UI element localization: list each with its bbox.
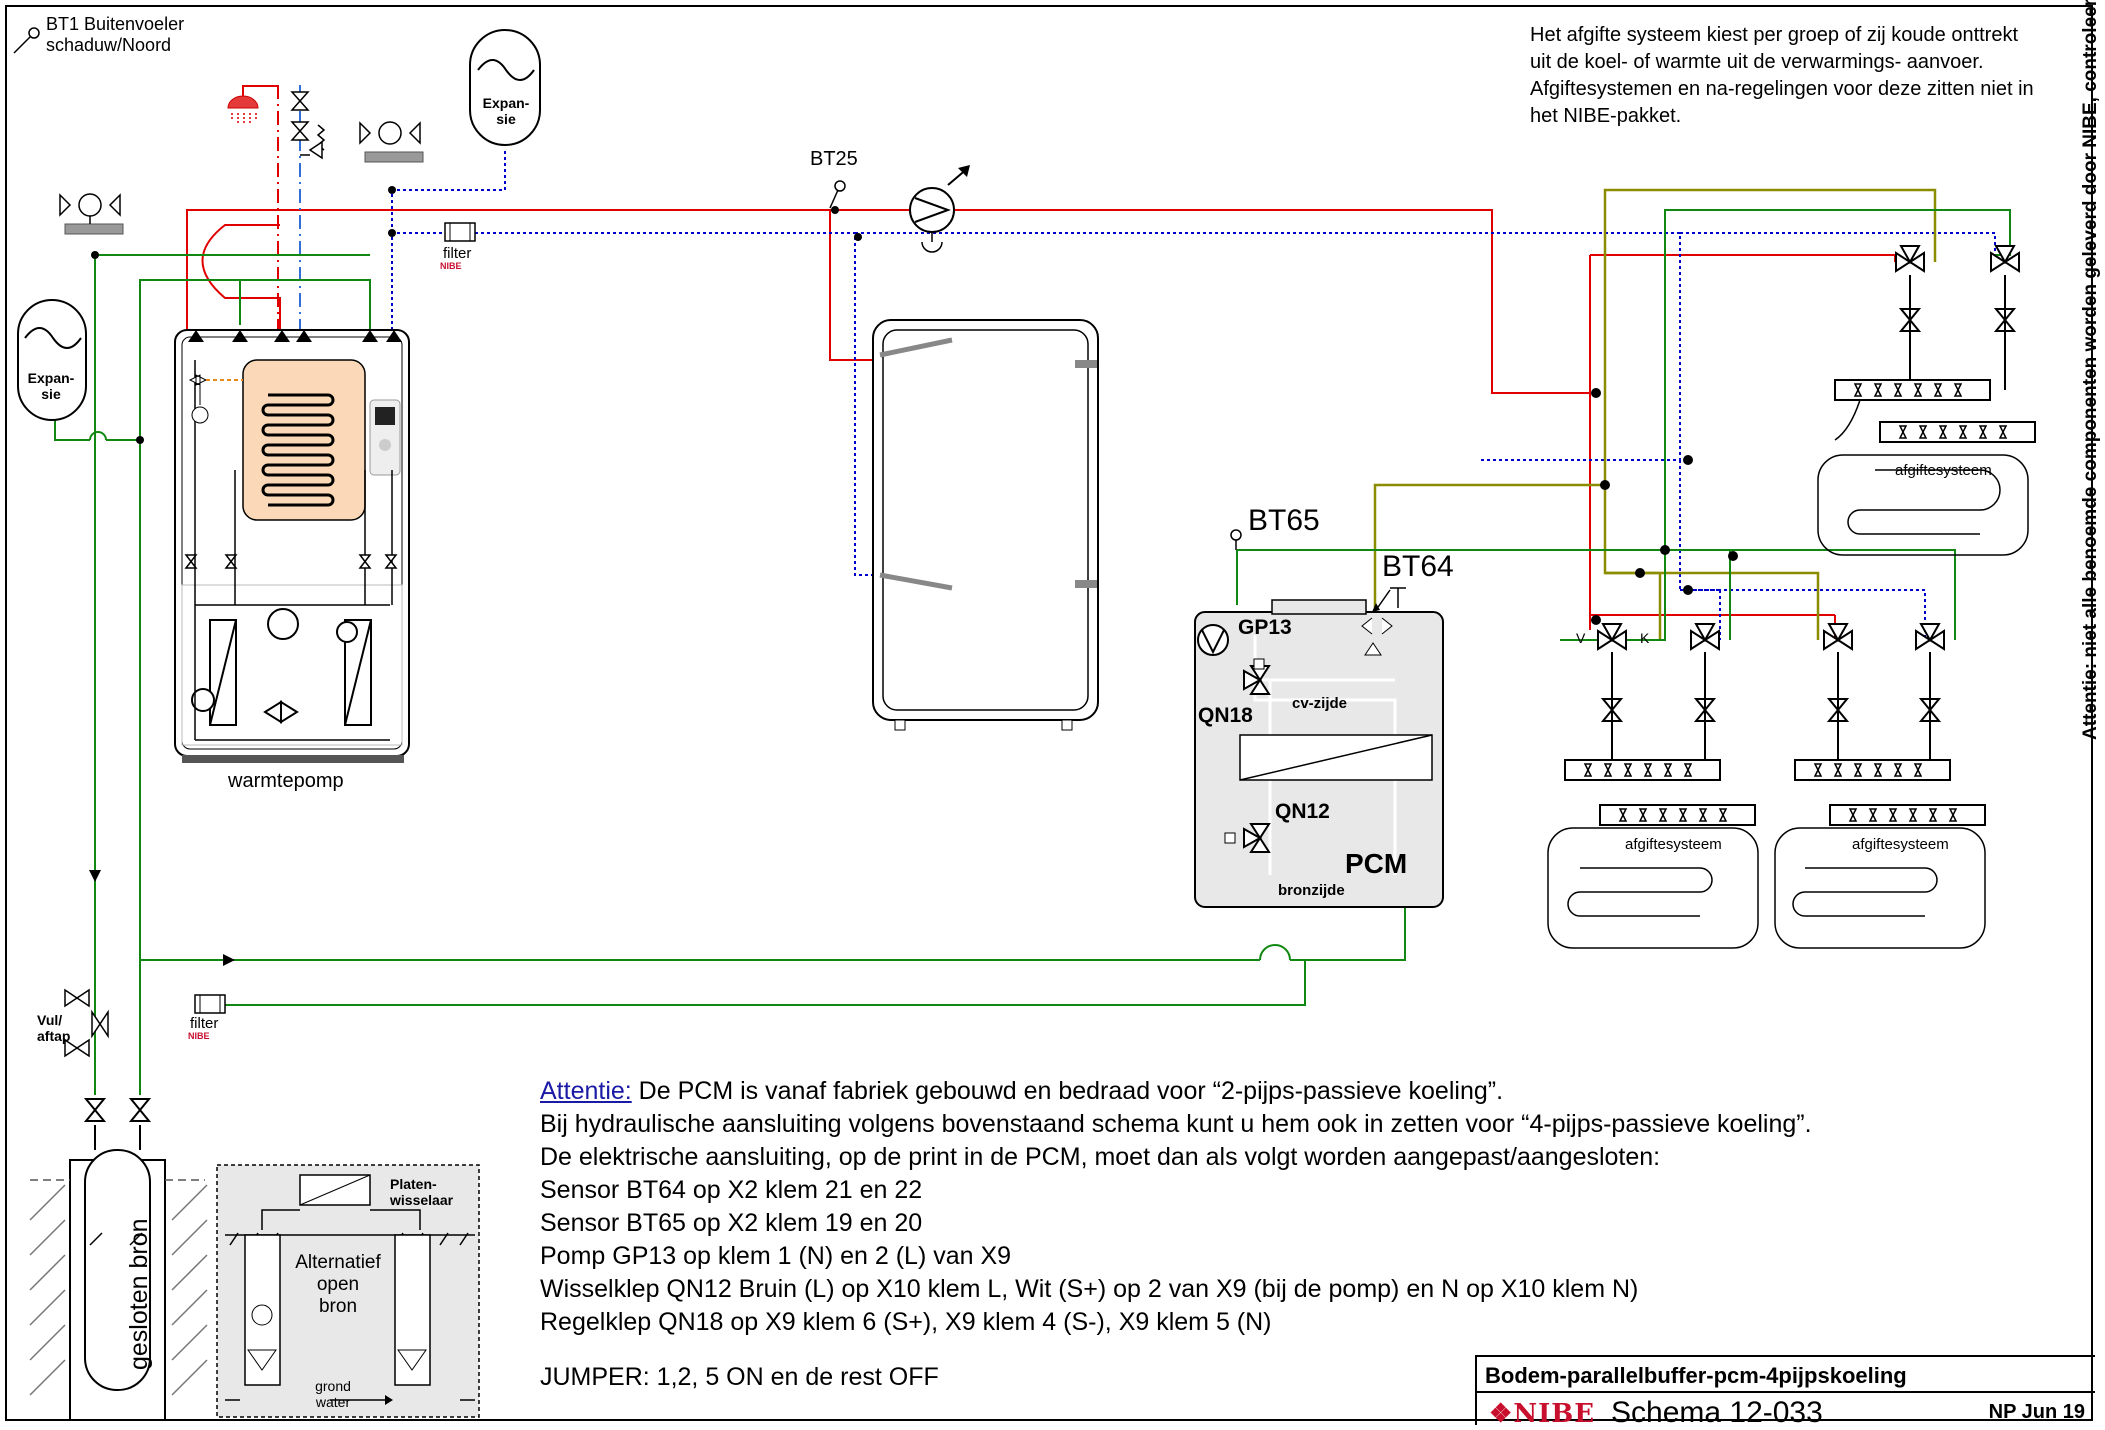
- emission-top-label: afgiftesysteem: [1895, 462, 1992, 479]
- filter-top-brand: NIBE: [440, 261, 462, 271]
- title-block: Bodem-parallelbuffer-pcm-4pijpskoeling ❖…: [1475, 1355, 2095, 1429]
- pcm-qn18-label: QN18: [1198, 704, 1253, 727]
- circulation-pump: [909, 165, 970, 253]
- safety-group-left: [59, 193, 124, 235]
- expansion-vessel-top: [469, 29, 541, 146]
- emission-right-label: afgiftesysteem: [1852, 836, 1949, 853]
- emission-left-label: afgiftesysteem: [1625, 836, 1722, 853]
- filter-top: [444, 222, 476, 242]
- drawing-frame: [5, 5, 2093, 1421]
- closed-source-borehole: [29, 1040, 208, 1421]
- pcm-name-label: PCM: [1345, 848, 1408, 879]
- filter-bottom: [194, 994, 226, 1014]
- sensor-probes: [13, 27, 1242, 550]
- shower-head-icon: [227, 85, 278, 123]
- pcm-unit: [1194, 587, 1444, 908]
- sensor-bt65-label: BT65: [1248, 504, 1320, 537]
- heat-pump: [174, 329, 410, 763]
- expansion-left-label: Expan-sie: [27, 370, 75, 403]
- expansion-vessel-left: [17, 299, 87, 421]
- filter-bottom-brand: NIBE: [188, 1031, 210, 1041]
- schema-date: NP Jun 19: [1988, 1401, 2085, 1423]
- filter-top-label: filter: [443, 245, 472, 262]
- buffer-tank: [872, 319, 1099, 731]
- valve-k-label: K: [1640, 630, 1650, 646]
- emission-system-left: [1547, 623, 1759, 949]
- dhw-safety-valves: [290, 91, 326, 160]
- filter-bottom-label: filter: [190, 1015, 219, 1032]
- pcm-qn12-label: QN12: [1275, 800, 1330, 823]
- attention-link[interactable]: Attentie:: [540, 1077, 632, 1105]
- safety-group-top: [359, 121, 424, 163]
- vertical-disclaimer: Attentie: niet alle benoemde componenten…: [2080, 0, 2101, 740]
- heat-pump-label: warmtepomp: [228, 770, 344, 792]
- sensor-bt25-label: BT25: [810, 148, 858, 170]
- emission-system-right: [1774, 623, 1986, 949]
- open-source-alternative: [216, 1164, 480, 1418]
- attention-text: Attentie: De PCM is vanaf fabriek gebouw…: [540, 1077, 1812, 1391]
- schema-title: Bodem-parallelbuffer-pcm-4pijpskoeling: [1477, 1357, 2095, 1393]
- nibe-logo: ❖NIBE: [1489, 1399, 1596, 1429]
- return-pipe-blue: [391, 148, 1996, 640]
- notes-text: Het afgifte systeem kiest per groep of z…: [1530, 24, 2034, 127]
- cooling-pipe-olive: [1373, 188, 1937, 640]
- pcm-gp13-label: GP13: [1238, 616, 1292, 639]
- vul-aftap-label: Vul/aftap: [37, 1012, 71, 1045]
- schema-number: Schema 12-033: [1611, 1396, 1823, 1429]
- vul-aftap-valves: [64, 988, 109, 1058]
- closed-source-label: gesloten bron: [125, 1218, 153, 1370]
- expansion-top-label: Expan-sie: [482, 95, 530, 128]
- valve-v-label: V: [1576, 630, 1586, 646]
- plate-hx-label: Platen-wisselaar: [390, 1176, 454, 1209]
- pcm-cv-side-label: cv-zijde: [1292, 695, 1348, 712]
- emission-system-top: [1817, 245, 2036, 556]
- pcm-source-side-label: bronzijde: [1278, 882, 1345, 899]
- sensor-bt64-label: BT64: [1382, 550, 1454, 583]
